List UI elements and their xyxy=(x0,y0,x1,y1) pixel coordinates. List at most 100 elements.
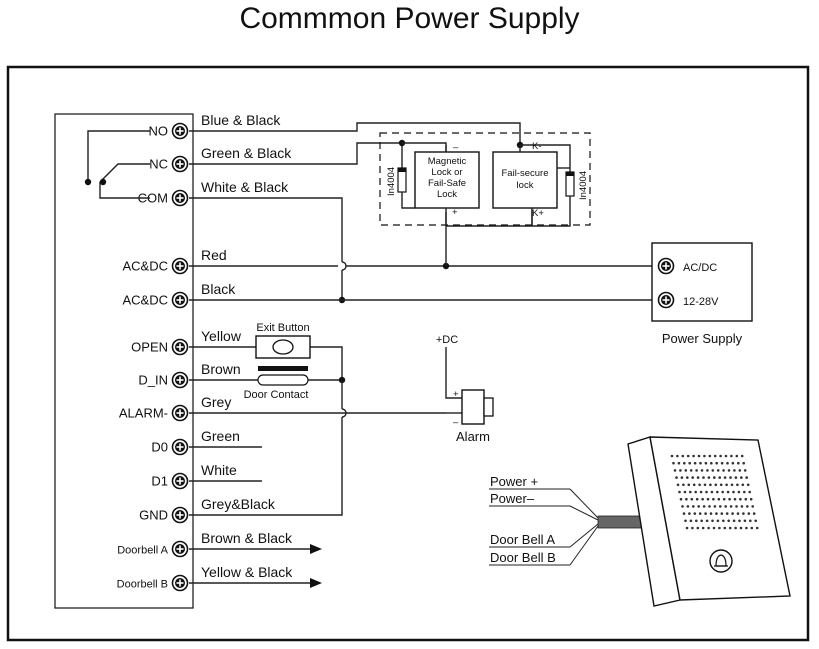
junction-dot xyxy=(84,178,92,186)
terminal-screw-icon xyxy=(171,291,189,309)
power-supply-box xyxy=(651,242,753,322)
terminal-screw-icon xyxy=(171,189,189,207)
wire-crossover xyxy=(341,261,347,271)
wire-com-white-black xyxy=(189,197,343,262)
terminal-label-nc: NC xyxy=(149,157,168,172)
diode-lead xyxy=(401,192,415,209)
terminal-screw-icon xyxy=(171,155,189,173)
terminal-screw-icon xyxy=(171,404,189,422)
doorbell-wire xyxy=(569,505,599,521)
terminal-screw-icon xyxy=(171,506,189,524)
terminal-screw-icon xyxy=(171,438,189,456)
wire-alarm-plus xyxy=(445,347,462,399)
wire-color-label: Grey xyxy=(201,394,231,410)
power-supply-voltage: 12-28V xyxy=(683,296,719,308)
terminal-screw-icon xyxy=(171,122,189,140)
doorbell-wire-label: Power + xyxy=(490,474,538,489)
doorbell-cable-icon xyxy=(597,515,645,529)
terminal-screw-icon xyxy=(171,540,189,558)
doorbell-wire xyxy=(569,488,599,519)
wire-nc-to-maglock xyxy=(402,142,447,152)
alarm-body-icon xyxy=(461,389,485,425)
fail-secure-lock-label: lock xyxy=(517,180,534,191)
doorbell-wire xyxy=(569,523,599,548)
wire-color-label: Green xyxy=(201,428,240,444)
diagram-title: Commmon Power Supply xyxy=(239,2,580,35)
terminal-label-open: OPEN xyxy=(131,340,168,355)
bell-glyph xyxy=(715,554,727,567)
doorbell-wire-label: Door Bell B xyxy=(490,550,556,565)
arrow-icon xyxy=(310,578,322,588)
terminal-label-com: COM xyxy=(138,191,168,206)
k-minus-label: K- xyxy=(532,141,542,152)
wire-color-label: White & Black xyxy=(201,179,289,195)
diode-label: In4004 xyxy=(386,167,397,196)
doorbell-wire-label: Door Bell A xyxy=(490,532,555,547)
terminal-label-d0: D0 xyxy=(151,440,168,455)
wire-color-label: Brown xyxy=(201,361,241,377)
terminal-screw-icon xyxy=(171,574,189,592)
wire-color-label: Blue & Black xyxy=(201,112,281,128)
diode-band xyxy=(398,168,406,172)
alarm-horn-icon xyxy=(483,397,494,417)
wire-no-blue-black xyxy=(189,122,521,145)
junction-dot xyxy=(99,178,107,186)
alarm-caption: Alarm xyxy=(456,429,490,444)
bell-icon xyxy=(709,549,733,573)
speaker-grille-icon xyxy=(670,454,759,530)
terminal-label-no: NO xyxy=(149,124,169,139)
terminal-screw-icon xyxy=(657,257,675,275)
diode-label: In4004 xyxy=(578,171,589,200)
terminal-screw-icon xyxy=(171,472,189,490)
fail-secure-lock-label: Fail-secure xyxy=(502,168,549,179)
power-supply-caption: Power Supply xyxy=(662,331,743,346)
terminal-label-ac-dc: AC&DC xyxy=(122,293,168,308)
lock-dashed-enclosure xyxy=(379,132,591,226)
wire-color-label: Grey&Black xyxy=(201,496,276,512)
magnetic-lock-label: Fail-Safe xyxy=(428,178,466,189)
wire-color-label: Brown & Black xyxy=(201,530,293,546)
terminal-label-doorbell-b: Doorbell B xyxy=(117,579,168,591)
magnetic-lock-label: Magnetic xyxy=(428,156,467,167)
nc-internal-lead xyxy=(99,163,150,183)
power-supply-ac-dc: AC/DC xyxy=(683,262,717,274)
wire-color-label: Black xyxy=(201,281,236,297)
diagram-frame xyxy=(6,65,810,642)
terminal-screw-icon xyxy=(171,338,189,356)
wire-color-label: Yellow xyxy=(201,328,242,344)
doorbell-wire xyxy=(569,525,599,566)
terminal-label-alarm-: ALARM- xyxy=(119,406,168,421)
alarm-dc-label: +DC xyxy=(436,334,458,346)
exit-button-knob xyxy=(272,339,294,355)
doorbell-front-icon xyxy=(649,436,791,601)
no-internal-lead xyxy=(87,130,112,182)
door-contact-switch-icon xyxy=(257,374,309,386)
wire-color-label: Yellow & Black xyxy=(201,564,293,580)
door-contact-label: Door Contact xyxy=(244,389,309,401)
magnetic-lock-box xyxy=(414,151,480,209)
terminal-label-gnd: GND xyxy=(139,508,168,523)
wire-color-label: Green & Black xyxy=(201,145,292,161)
wire-lock-plus-bus xyxy=(446,210,533,227)
wire-gnd-bus xyxy=(189,417,343,516)
k-plus-label: K+ xyxy=(532,208,544,219)
com-internal-lead xyxy=(99,182,150,199)
terminal-label-doorbell-a: Doorbell A xyxy=(117,545,168,557)
lock-plus-sign: + xyxy=(452,207,458,218)
alarm-plus-sign: + xyxy=(453,389,459,400)
lock-minus-sign: – xyxy=(453,142,459,153)
exit-button-label: Exit Button xyxy=(256,322,309,334)
alarm-minus-sign: – xyxy=(453,417,459,428)
wire-color-label: White xyxy=(201,462,237,478)
diode-lead xyxy=(532,196,571,227)
terminal-screw-icon xyxy=(171,257,189,275)
diode-band xyxy=(566,172,574,176)
controller-panel xyxy=(54,113,194,609)
wire-k-minus xyxy=(520,144,571,168)
terminal-screw-icon xyxy=(171,371,189,389)
magnetic-lock-label: Lock xyxy=(437,189,457,200)
fail-secure-lock-box xyxy=(492,151,558,209)
terminal-label-d1: D1 xyxy=(151,474,168,489)
terminal-label-d-in: D_IN xyxy=(138,373,168,388)
